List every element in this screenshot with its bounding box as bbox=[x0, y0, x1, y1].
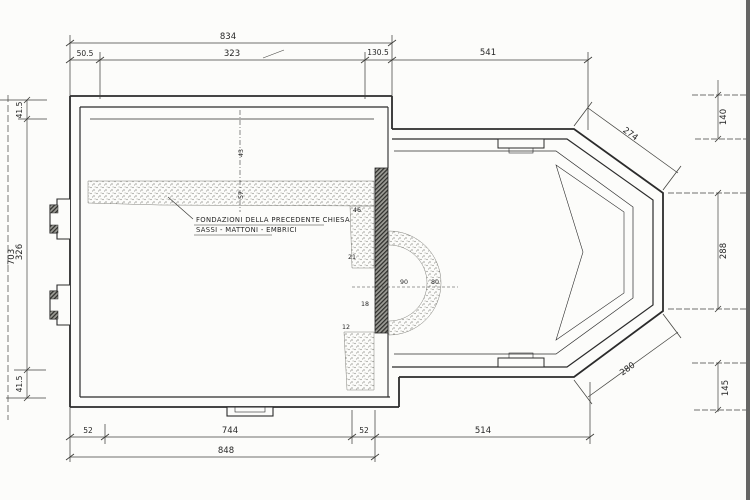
chancel-step-top-inner bbox=[508, 147, 534, 154]
label-right-lower: 145 bbox=[721, 380, 731, 396]
label-wall-d: 12 bbox=[342, 324, 350, 331]
pilaster-lower-block-b bbox=[49, 310, 59, 320]
ext-apse-upper-a bbox=[573, 101, 593, 127]
arch-wall-hatched bbox=[374, 167, 389, 334]
foundation-band-right-upper bbox=[349, 205, 375, 269]
label-wall-c: 18 bbox=[361, 301, 369, 308]
label-top-total: 834 bbox=[220, 32, 236, 42]
label-nave-strip: 43 bbox=[238, 149, 245, 157]
chancel-apse-outer-wall bbox=[392, 128, 664, 378]
scan-edge-shade bbox=[746, 0, 750, 500]
label-bottom-chancel: 514 bbox=[475, 426, 491, 436]
label-bottom-wall-left: 52 bbox=[83, 426, 93, 435]
label-bottom-total: 848 bbox=[218, 446, 234, 456]
annotation-line2: SASSI - MATTONI - EMBRICI bbox=[196, 226, 297, 234]
label-arch-right: 80 bbox=[431, 279, 439, 286]
label-bottom-interior: 744 bbox=[222, 426, 238, 436]
label-top-nave: 323 bbox=[224, 49, 240, 59]
label-bottom-wall-right: 52 bbox=[359, 426, 369, 435]
pilaster-upper-block-a bbox=[49, 204, 59, 214]
foundation-band-horizontal bbox=[87, 180, 375, 207]
label-top-left: 50.5 bbox=[77, 49, 94, 58]
ext-apse-upper-b bbox=[662, 165, 682, 191]
label-wall-b: 21 bbox=[348, 254, 356, 261]
chancel-step-bottom bbox=[497, 357, 545, 368]
apse-platform-line bbox=[394, 150, 634, 355]
guide-lines bbox=[239, 110, 458, 288]
hand-slash-mark bbox=[262, 49, 285, 59]
old-foundation-stipple bbox=[87, 180, 442, 391]
dim-line-apse-diag-lower bbox=[587, 331, 679, 398]
chancel-step-top bbox=[497, 138, 545, 149]
label-foundation-band: 57 bbox=[238, 191, 245, 199]
label-left-wall-bottom: 41.5 bbox=[15, 375, 24, 392]
dimension-ticks bbox=[23, 39, 722, 461]
label-left-interior: 326 bbox=[15, 244, 25, 260]
apse-inner-detail bbox=[555, 164, 625, 341]
ext-apse-lower-a bbox=[573, 379, 593, 405]
ext-apse-lower-b bbox=[662, 313, 682, 339]
annotation-line1: FONDAZIONI DELLA PRECEDENTE CHIESA bbox=[196, 216, 350, 224]
annotation-leader-line bbox=[167, 196, 194, 220]
label-left-overall: 703 bbox=[7, 249, 17, 265]
label-right-upper: 140 bbox=[719, 109, 729, 125]
label-top-chancel: 541 bbox=[480, 48, 496, 58]
foundation-band-right-lower bbox=[343, 331, 375, 391]
steps bbox=[226, 138, 545, 417]
left-pilasters bbox=[49, 198, 70, 326]
label-top-junction: 130.5 bbox=[367, 48, 389, 57]
nave-bottom-step-inner bbox=[234, 406, 266, 413]
annotation-note: FONDAZIONI DELLA PRECEDENTE CHIESA SASSI… bbox=[167, 196, 350, 236]
pilaster-upper-block-b bbox=[49, 224, 59, 234]
label-wall-a: 46 bbox=[353, 207, 361, 214]
dim-line-apse-diag-upper bbox=[587, 107, 679, 174]
chancel-step-bottom-inner bbox=[508, 352, 534, 359]
pilaster-lower-block-a bbox=[49, 290, 59, 300]
dimension-lines bbox=[0, 35, 746, 462]
nave-bottom-step bbox=[226, 406, 274, 417]
label-arch-left: 90 bbox=[400, 279, 408, 286]
old-apse-arc-foundation bbox=[388, 230, 442, 336]
label-left-wall-top: 41.5 bbox=[15, 101, 24, 118]
label-right-apse: 288 bbox=[719, 243, 729, 259]
